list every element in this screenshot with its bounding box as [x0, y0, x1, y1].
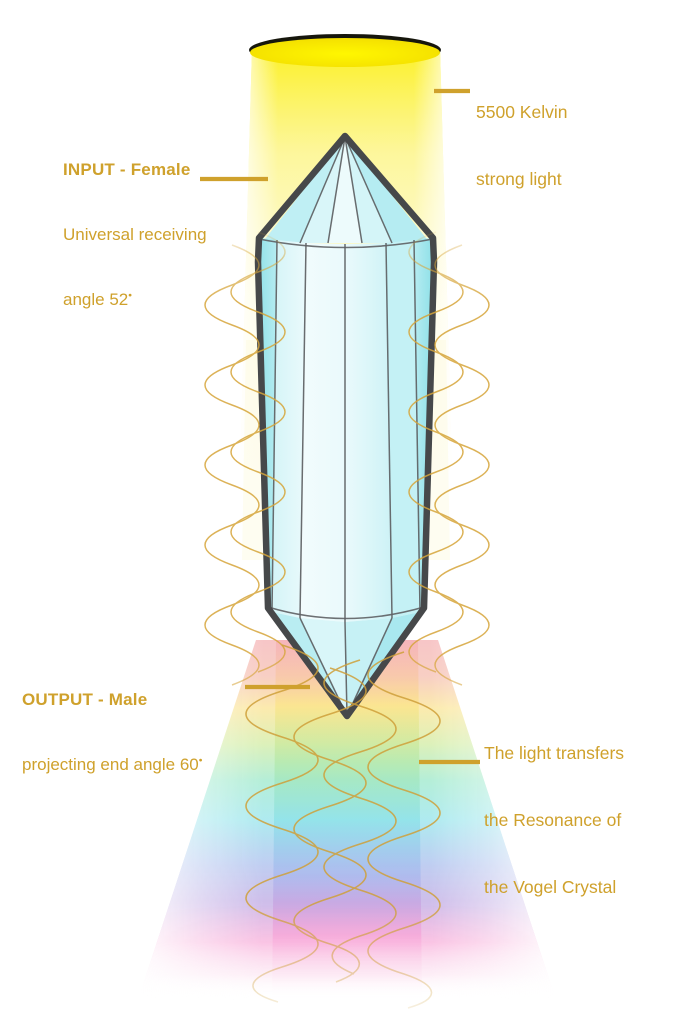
leader-lines — [200, 88, 480, 765]
light-source-label-line1: 5500 Kelvin — [476, 101, 568, 122]
vogel-crystal — [254, 132, 438, 720]
rainbow-output-beam — [138, 640, 556, 1000]
light-source-label: 5500 Kelvin strong light — [476, 56, 567, 235]
degree-symbol-icon: • — [128, 289, 132, 302]
light-source-label-line2: strong light — [476, 168, 562, 189]
degree-symbol-icon: • — [198, 754, 203, 767]
resonance-label-line1: The light transfers — [484, 742, 625, 763]
resonance-label-line2: the Resonance of — [484, 809, 622, 830]
resonance-helix — [204, 231, 490, 686]
lamp-ellipse — [249, 34, 441, 67]
output-label-line2: projecting end angle 60• — [22, 754, 202, 776]
input-angle-text: angle 52 — [63, 290, 129, 309]
output-label-line1: OUTPUT - Male — [22, 689, 148, 709]
input-label-line2: Universal receiving — [63, 224, 207, 244]
output-resonance-helix — [245, 644, 441, 1009]
resonance-label-line3: the Vogel Crystal — [484, 877, 617, 898]
output-angle-text: projecting end angle 60 — [22, 754, 199, 774]
output-male-label: OUTPUT - Male projecting end angle 60• — [22, 645, 202, 819]
input-label-line3: angle 52• — [63, 289, 207, 311]
resonance-transfer-label: The light transfers the Resonance of the… — [484, 697, 624, 943]
input-label-line1: INPUT - Female — [63, 159, 191, 179]
input-female-label: INPUT - Female Universal receiving angle… — [63, 115, 207, 354]
